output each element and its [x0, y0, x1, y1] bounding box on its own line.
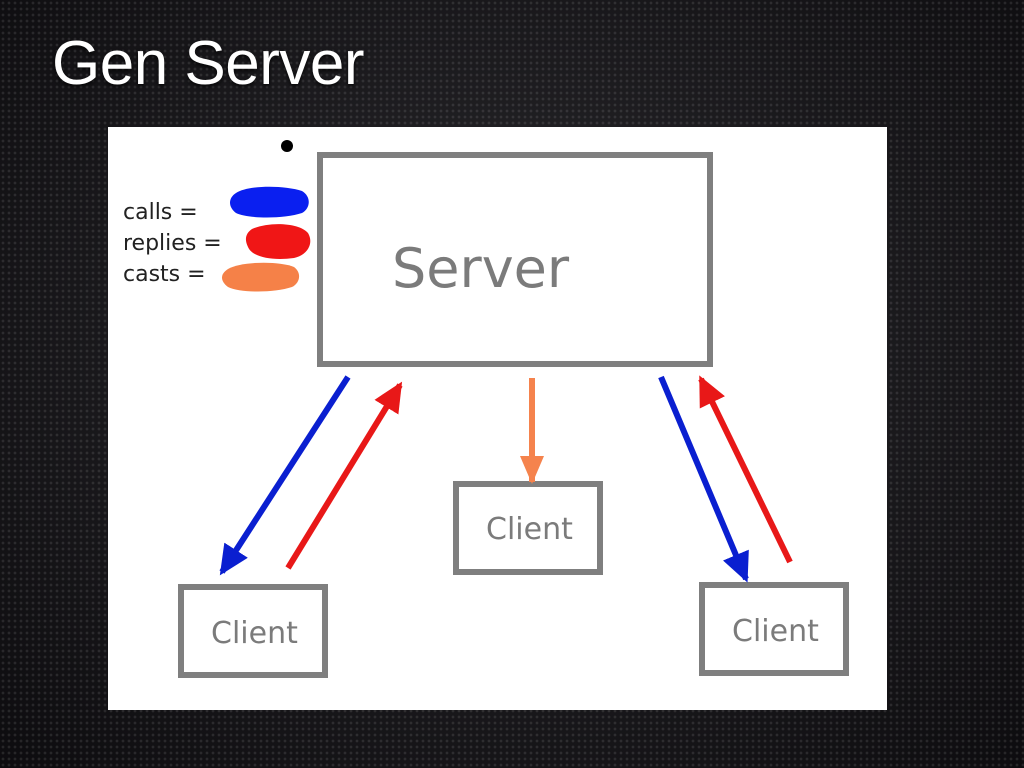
legend-casts-swatch	[222, 262, 300, 292]
call-arrow-right	[658, 375, 749, 583]
legend-casts-label: casts =	[123, 262, 206, 287]
reply-arrow-left	[285, 381, 403, 570]
server-box	[317, 152, 713, 367]
server-label: Server	[392, 237, 570, 300]
legend-replies-label: replies =	[123, 231, 222, 256]
legend-calls-label: calls =	[123, 200, 198, 225]
reply-arrow-right	[698, 375, 793, 564]
diagram-panel: calls = replies = casts = Server Client …	[108, 127, 887, 710]
client-center-label: Client	[486, 512, 573, 547]
client-box-center	[453, 481, 603, 575]
stray-dot	[281, 140, 293, 152]
legend-calls-swatch	[230, 186, 309, 218]
client-box-right	[699, 582, 849, 676]
client-right-label: Client	[732, 614, 819, 649]
slide-title: Gen Server	[52, 29, 365, 98]
client-left-label: Client	[211, 616, 298, 651]
gen-server-diagram: calls = replies = casts = Server Client …	[123, 140, 849, 678]
client-box-left	[178, 584, 328, 678]
call-arrow-left	[219, 375, 351, 576]
legend-replies-swatch	[245, 224, 311, 259]
